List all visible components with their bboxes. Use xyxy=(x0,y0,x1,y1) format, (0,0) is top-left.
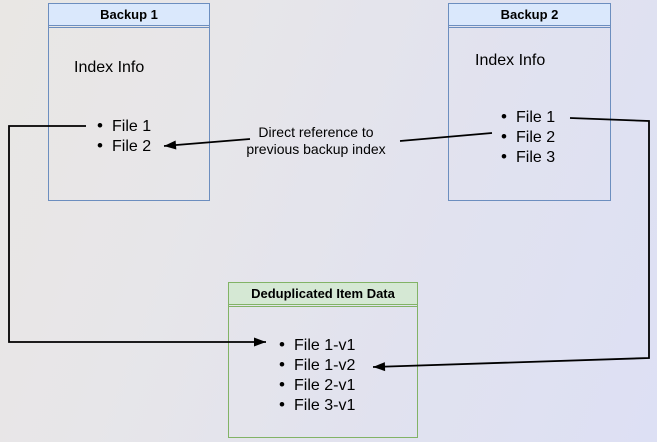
list-item: File 1-v2 xyxy=(278,355,355,376)
deduplicated-item-data-header-divider xyxy=(229,306,417,307)
backup-2-header-divider xyxy=(449,27,610,28)
list-item: File 1-v1 xyxy=(278,335,355,356)
backup-2-header: Backup 2 xyxy=(449,4,610,26)
edge-annotation-label: Direct reference to previous backup inde… xyxy=(228,124,404,158)
list-item: File 2-v1 xyxy=(278,375,355,396)
backup-1-header: Backup 1 xyxy=(49,4,209,26)
list-item: File 3-v1 xyxy=(278,395,355,416)
deduplicated-file-list: File 1-v1 File 1-v2 File 2-v1 File 3-v1 xyxy=(278,335,355,416)
backup-1-index-info-label: Index Info xyxy=(74,59,145,76)
list-item: File 1 xyxy=(96,116,151,137)
edge-annotation-line-2: previous backup index xyxy=(246,141,386,157)
backup-2-title: Backup 2 xyxy=(500,7,559,22)
backup-1-header-divider xyxy=(49,27,209,28)
list-item: File 1 xyxy=(500,107,555,128)
list-item: File 2 xyxy=(500,127,555,148)
backup-2-file-list: File 1 File 2 File 3 xyxy=(500,107,555,168)
list-item: File 2 xyxy=(96,136,151,157)
deduplicated-item-data-box: Deduplicated Item Data File 1-v1 File 1-… xyxy=(228,282,418,438)
deduplicated-item-data-title: Deduplicated Item Data xyxy=(251,286,395,301)
list-item: File 3 xyxy=(500,147,555,168)
backup-1-box: Backup 1 Index Info File 1 File 2 xyxy=(48,3,210,201)
backup-1-file-list: File 1 File 2 xyxy=(96,116,151,157)
backup-1-title: Backup 1 xyxy=(100,7,158,22)
backup-2-box: Backup 2 Index Info File 1 File 2 File 3 xyxy=(448,3,611,201)
deduplicated-item-data-header: Deduplicated Item Data xyxy=(229,283,417,305)
edge-annotation-line-1: Direct reference to xyxy=(258,124,374,140)
backup-2-index-info-label: Index Info xyxy=(475,52,546,69)
